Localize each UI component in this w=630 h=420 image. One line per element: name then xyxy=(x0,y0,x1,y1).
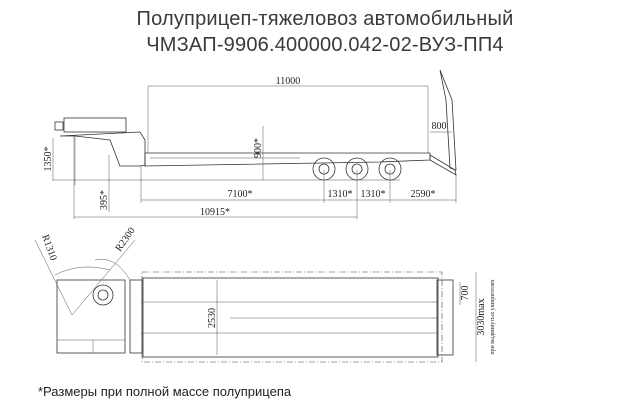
gooseneck-top xyxy=(63,117,127,133)
dim-kingpin-height: 1350* xyxy=(43,147,54,172)
drawing-title: Полуприцеп-тяжеловоз автомобильный xyxy=(136,8,514,30)
dim-ramp: 800 xyxy=(432,121,447,132)
kingpin-plate xyxy=(92,284,114,306)
dim-ramp-width: 700 xyxy=(460,286,471,301)
side-view: 11000 800 900* 1350* 395* 7100* 1310* 13… xyxy=(43,69,457,219)
dim-deck-height: 900* xyxy=(253,138,264,158)
dim-to-axle1: 7100* xyxy=(228,189,253,200)
dim-rear-overhang: 2590* xyxy=(411,189,436,200)
deck-plan xyxy=(142,277,439,358)
ramps-plan xyxy=(436,279,454,356)
dim-deck-length: 11000 xyxy=(276,76,301,87)
dim-radius-front: R1310 xyxy=(39,233,58,262)
rear-ramp xyxy=(429,154,457,176)
dim-axle-spacing-2: 1310* xyxy=(361,189,386,200)
gooseneck-body xyxy=(59,131,146,167)
dim-max-width: 3030max xyxy=(476,298,487,335)
dim-kingpin-to-axle2: 10915* xyxy=(200,207,230,218)
top-view: R1310 R2300 2530 700 3030max при выдвину… xyxy=(34,226,496,363)
footnote: *Размеры при полной массе полуприцепа xyxy=(38,384,292,399)
dim-max-width-note: при выдвинутых уширителях xyxy=(490,279,496,354)
dim-radius-swing: R2300 xyxy=(113,226,137,254)
dim-width: 2530 xyxy=(207,308,218,328)
widened-outline xyxy=(141,271,443,363)
dim-axle-spacing-1: 1310* xyxy=(328,189,353,200)
drawing-model-number: ЧМЗАП-9906.400000.042-02-ВУЗ-ПП4 xyxy=(146,34,504,56)
dim-front-clearance: 395* xyxy=(99,190,110,210)
gooseneck-plan xyxy=(56,279,126,354)
raised-ramp xyxy=(439,69,457,171)
deck xyxy=(144,152,431,167)
